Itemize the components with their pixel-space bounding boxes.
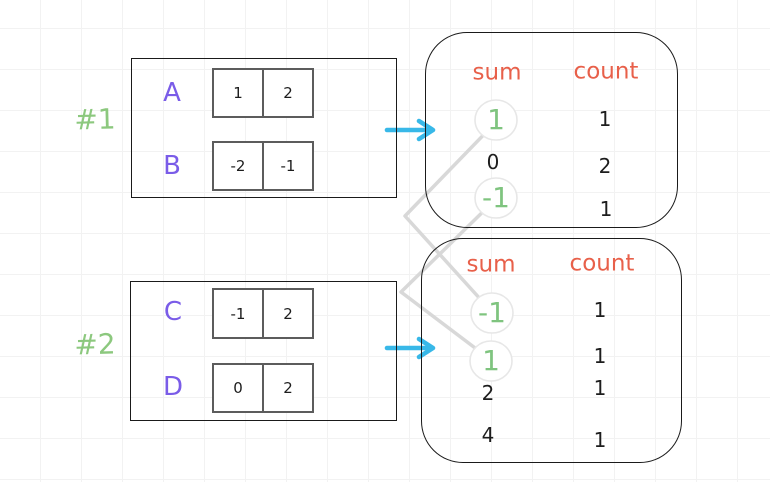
array-b-cell-1: -1 [280, 157, 296, 175]
array-b-cell-0: -2 [214, 143, 264, 189]
array-c-cells: -1 2 [212, 288, 314, 339]
highlight-circle-2 [474, 177, 518, 219]
array-a-label: A [163, 78, 181, 108]
table-1-row-1-count: 1 [598, 107, 612, 131]
array-d-cell-1: 2 [283, 379, 293, 397]
array-c-label: C [163, 297, 183, 327]
example-1-label: #1 [73, 102, 117, 137]
array-c-cell-1: 2 [283, 304, 293, 323]
example-2-label: #2 [73, 327, 117, 362]
result-table-1 [425, 32, 678, 228]
array-d-label: D [162, 372, 184, 402]
array-c-cell-0: -1 [214, 290, 264, 337]
table-1-row-3-count: 1 [599, 197, 613, 221]
example-2-box [130, 281, 397, 421]
highlight-circle-4 [469, 340, 513, 382]
table-2-row-2-sum: 1 [482, 344, 500, 377]
array-a-cell-0: 1 [214, 70, 264, 116]
array-a-cell-1: 2 [283, 84, 293, 102]
highlight-circle-1 [474, 99, 518, 141]
table-1-sum-header: sum [472, 59, 522, 86]
table-2-row-3-sum: 2 [481, 381, 495, 405]
highlight-circle-3 [470, 292, 514, 334]
table-2-row-3-count: 1 [593, 376, 607, 400]
array-a-cells: 1 2 [212, 68, 314, 118]
table-2-row-1-sum: -1 [478, 296, 506, 329]
connection-line-2 [399, 195, 500, 362]
table-2-row-2-count: 1 [593, 344, 607, 368]
result-table-2 [421, 238, 682, 463]
table-2-row-4-count: 1 [593, 428, 607, 452]
connection-line-1 [403, 119, 499, 314]
arrow-right-icon-1 [384, 118, 436, 142]
table-1-row-1-sum: 1 [487, 103, 505, 136]
array-d-cell-0: 0 [214, 365, 264, 411]
table-2-sum-header: sum [466, 251, 516, 278]
table-2-row-1-count: 1 [593, 298, 607, 322]
table-1-row-3-sum: -1 [482, 181, 510, 214]
table-1-row-2-sum: 0 [486, 150, 500, 174]
array-b-cells: -2 -1 [212, 141, 314, 191]
table-1-count-header: count [573, 58, 639, 85]
example-1-box [131, 58, 397, 198]
table-1-row-2-count: 2 [598, 154, 612, 178]
table-2-row-4-sum: 4 [481, 423, 495, 447]
array-b-label: B [163, 151, 181, 181]
array-d-cells: 0 2 [212, 363, 314, 413]
arrow-right-icon-2 [384, 336, 436, 360]
table-2-count-header: count [569, 250, 635, 277]
